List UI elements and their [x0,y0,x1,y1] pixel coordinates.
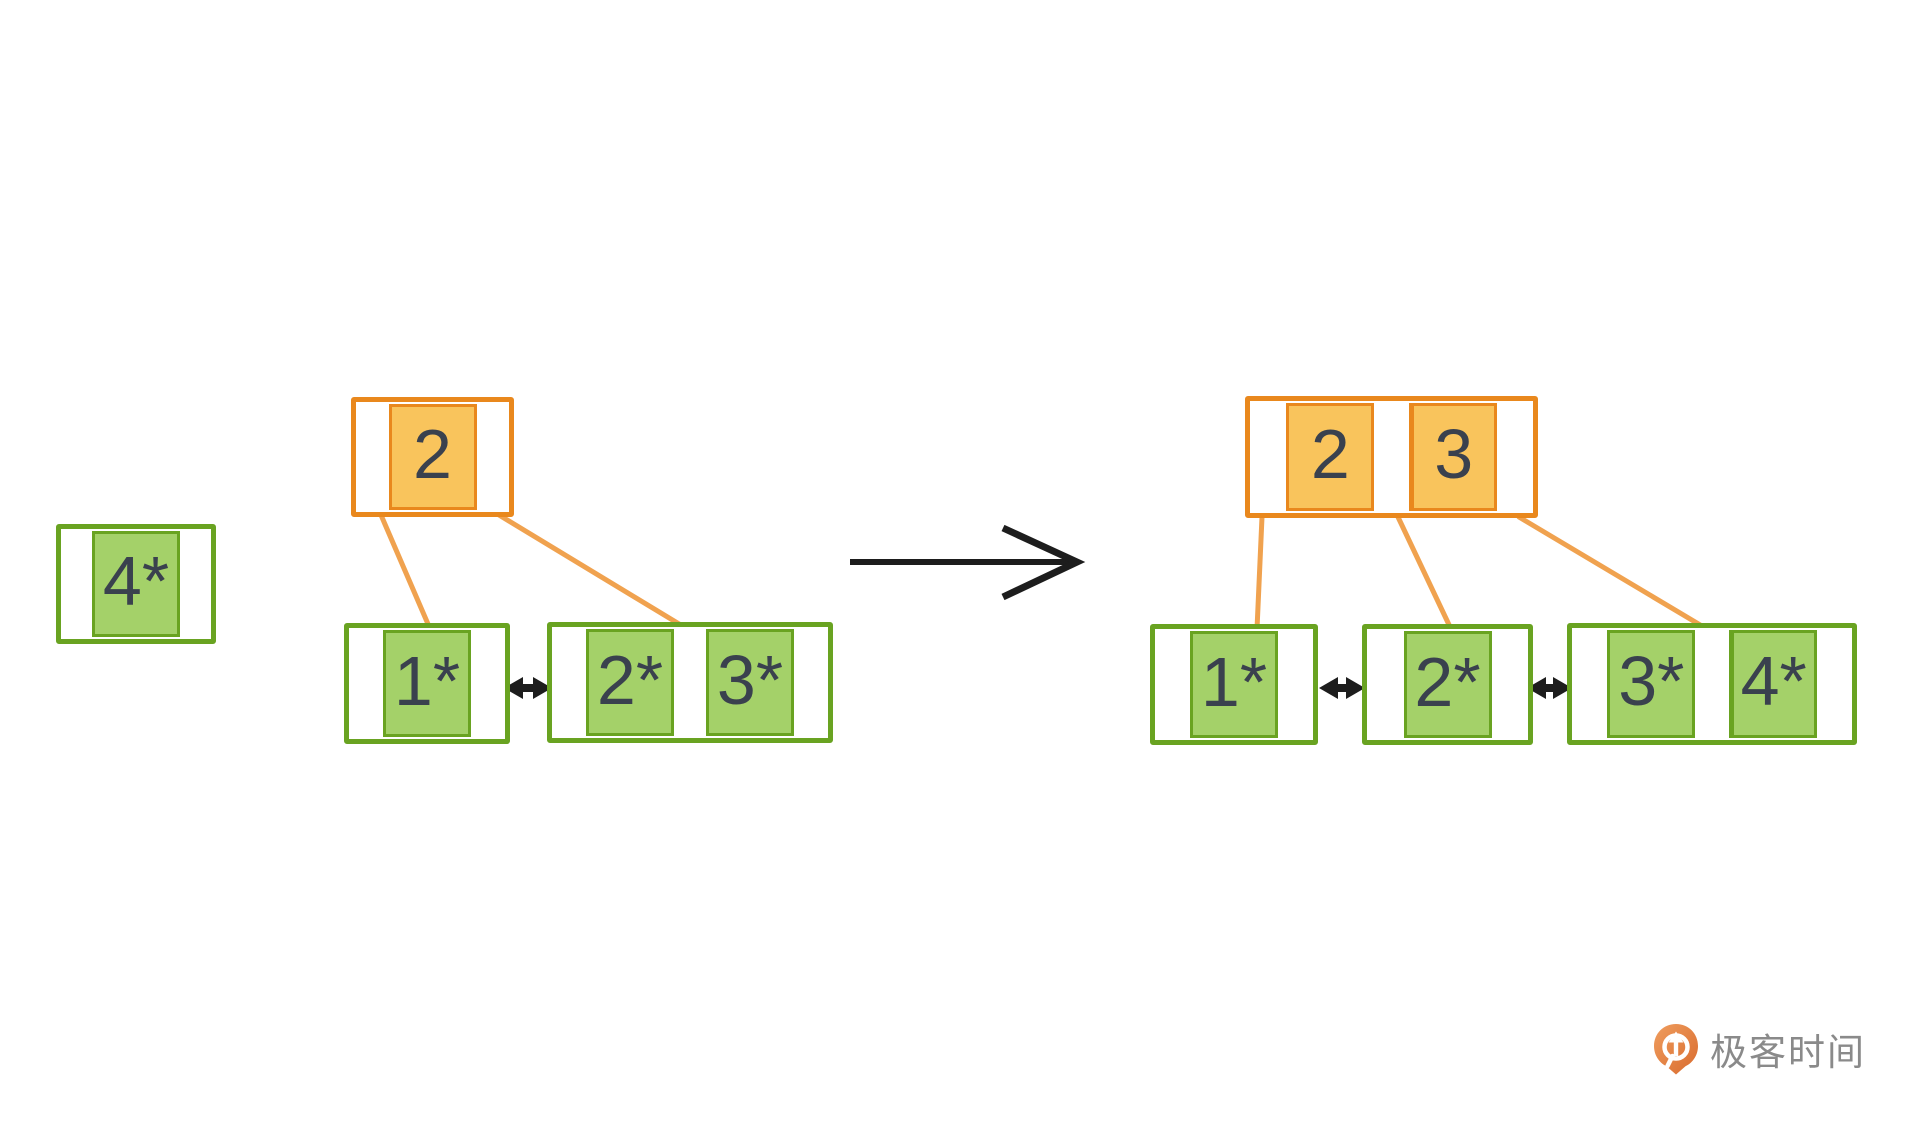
record-cell: 2* [586,629,674,736]
record-cell: 3* [1607,630,1696,738]
pointer-slot [554,629,586,736]
after-root-node: 2 3 [1245,396,1538,518]
key-cell: 3 [1408,403,1497,511]
pointer-slot [1816,630,1850,738]
pointer-slot [1157,631,1190,738]
after-leaf-node-3: 3* 4* [1567,623,1857,745]
sibling-link-arrow-icon [504,677,552,699]
after-leaf-node-1: 1* [1150,624,1318,745]
child-pointer-line [496,512,697,636]
geektime-logo-text: 极客时间 [1710,1032,1866,1073]
child-pointer-line [378,512,434,634]
pointer-slot [63,531,92,637]
record-cell: 1* [383,630,471,737]
transform-arrow-icon [850,524,1086,601]
pointer-slot [1252,403,1287,511]
sibling-link-arrow-icon [1319,677,1365,699]
pointer-slot [1695,630,1729,738]
before-root-node: 2 [351,397,514,517]
sibling-link-arrow-icon [1527,677,1572,699]
pointer-slot [1369,631,1404,738]
before-leaf-node-2: 2* 3* [547,622,833,743]
pointer-slot [1574,630,1608,738]
record-cell: 3* [706,629,794,736]
key-cell: 2 [1286,403,1375,511]
pointer-slot [674,629,706,736]
record-cell: 4* [1728,630,1817,738]
child-pointer-line [1254,514,1265,632]
before-leaf-node-1: 1* [344,623,510,744]
insert-record-node: 4* [56,524,216,644]
pointer-slot [1496,403,1531,511]
after-leaf-node-2: 2* [1362,624,1533,745]
pointer-slot [1278,631,1311,738]
pointer-slot [351,630,383,737]
pointer-slot [358,404,389,510]
geektime-logo-icon [1654,1024,1698,1075]
key-cell: 2 [388,404,477,510]
record-cell: 1* [1190,631,1278,738]
pointer-slot [1491,631,1526,738]
child-pointer-line [1516,514,1715,635]
child-pointer-line [1395,514,1454,632]
pointer-slot [1374,403,1409,511]
record-cell: 2* [1403,631,1492,738]
pointer-slot [180,531,209,637]
pointer-slot [476,404,507,510]
record-cell: 4* [92,531,180,637]
pointer-slot [471,630,503,737]
geektime-logo: 极客时间 [1652,1022,1866,1076]
pointer-slot [794,629,826,736]
